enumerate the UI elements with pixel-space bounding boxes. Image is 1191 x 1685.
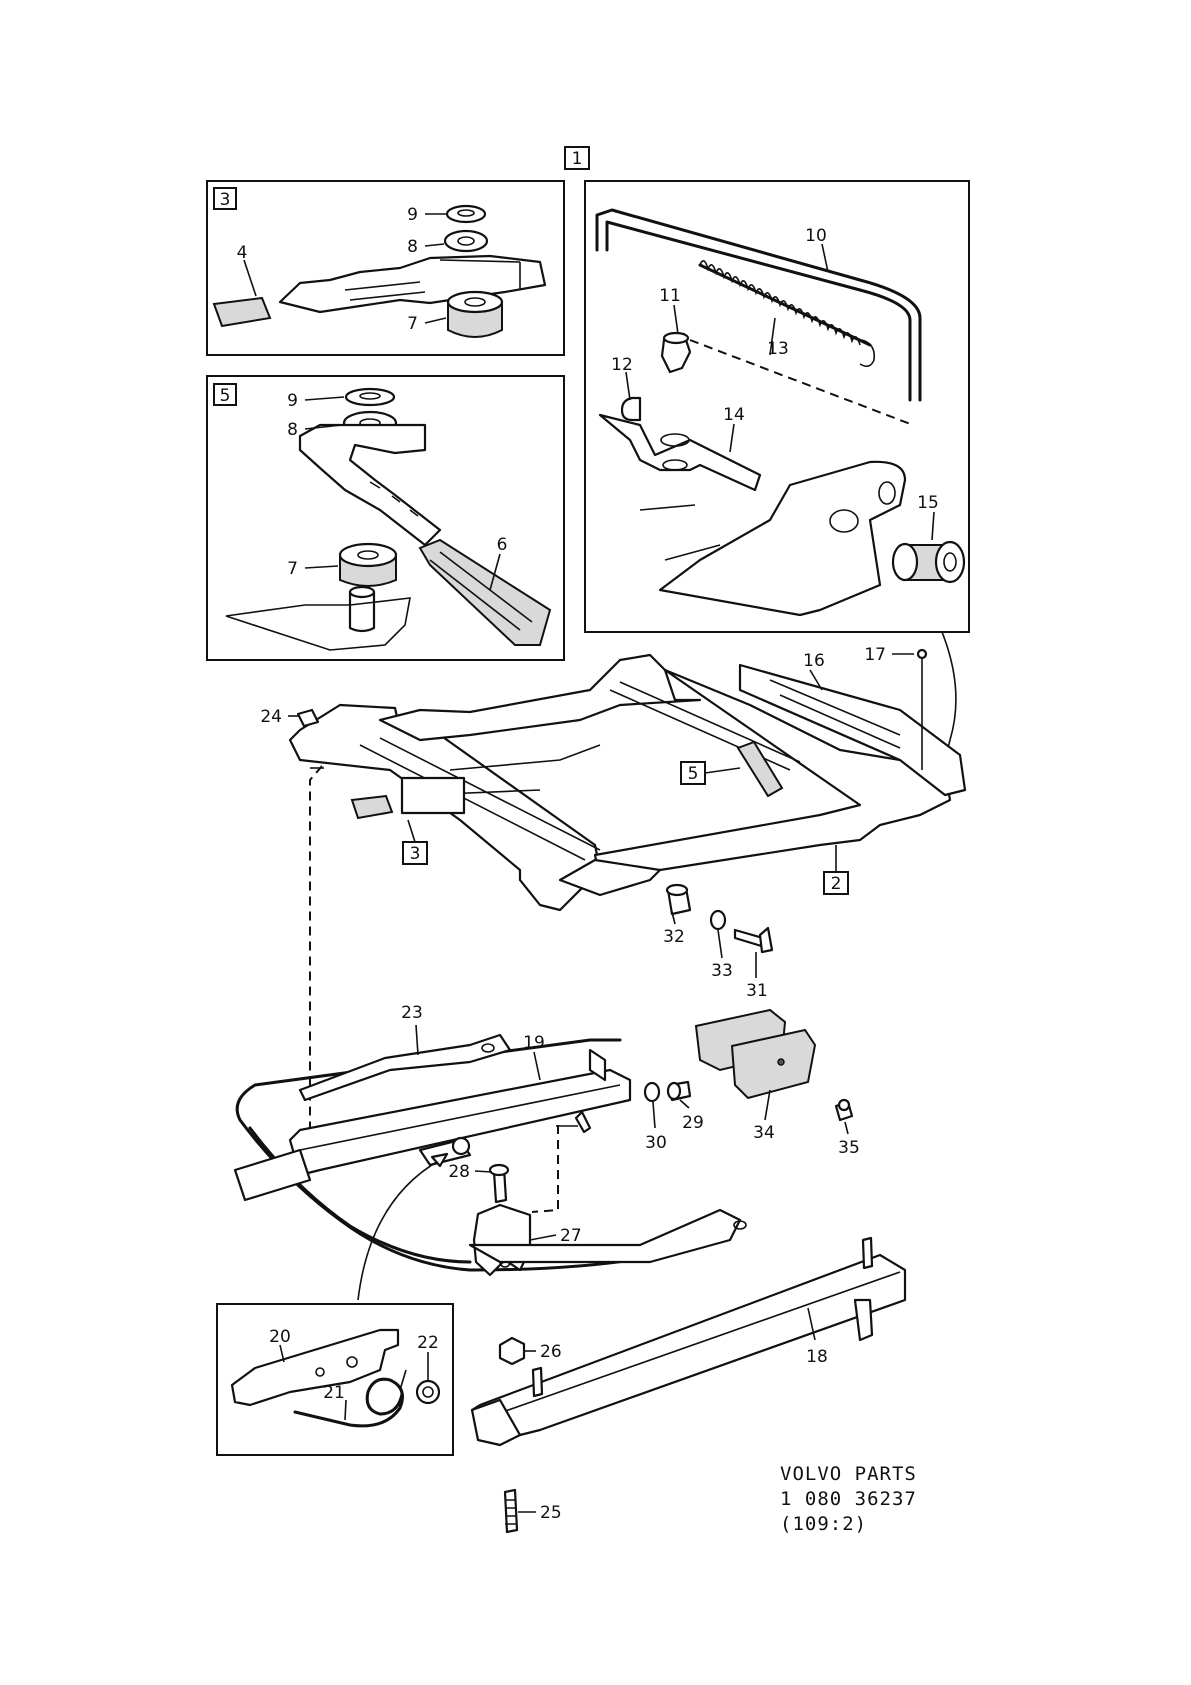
detail-panel-latch: 20 21 22 xyxy=(216,1303,454,1456)
label-34: 34 xyxy=(753,1123,775,1143)
seat-rail-18: 18 26 25 xyxy=(470,1236,907,1534)
detail-panel-spring: 10 11 13 12 14 15 xyxy=(584,180,970,633)
label-17: 17 xyxy=(864,645,886,665)
spring-13 xyxy=(698,260,876,368)
label-18: 18 xyxy=(806,1347,828,1367)
footer-line-1: VOLVO PARTS xyxy=(780,1463,917,1485)
label-10: 10 xyxy=(805,226,827,246)
label-25: 25 xyxy=(540,1503,562,1523)
label-9-top: 9 xyxy=(407,205,418,225)
reference-3-on-frame: 3 xyxy=(410,844,421,864)
label-22: 22 xyxy=(417,1333,439,1353)
label-8-top: 8 xyxy=(407,237,418,257)
label-15: 15 xyxy=(917,493,939,513)
footer-part-number: VOLVO PARTS 1 080 36237 (109:2) xyxy=(780,1463,917,1535)
label-29: 29 xyxy=(682,1113,704,1133)
label-20: 20 xyxy=(269,1327,291,1347)
label-11: 11 xyxy=(659,286,681,306)
detail-panel-3: 3 9 8 7 4 xyxy=(206,180,565,356)
label-30: 30 xyxy=(645,1133,667,1153)
label-19: 19 xyxy=(523,1033,545,1053)
panel-3-ref: 3 xyxy=(220,190,231,210)
reference-box-1: 1 xyxy=(564,146,590,170)
seat-rail-assembly: 23 19 28 27 30 29 34 35 xyxy=(233,1003,860,1301)
label-7-mid: 7 xyxy=(287,559,298,579)
footer-line-3: (109:2) xyxy=(780,1513,867,1535)
label-16: 16 xyxy=(803,651,825,671)
detail-panel-5: 5 9 8 7 6 xyxy=(206,375,565,661)
label-8-mid: 8 xyxy=(287,420,298,440)
label-35: 35 xyxy=(838,1138,860,1158)
label-33: 33 xyxy=(711,961,733,981)
reference-2: 2 xyxy=(831,874,842,894)
label-27: 27 xyxy=(560,1226,582,1246)
label-6: 6 xyxy=(497,535,508,555)
label-31: 31 xyxy=(746,981,768,1001)
label-28: 28 xyxy=(448,1162,470,1182)
label-13: 13 xyxy=(767,339,789,359)
reference-1-label: 1 xyxy=(572,149,583,169)
label-7-top: 7 xyxy=(407,314,418,334)
reference-5-on-frame: 5 xyxy=(688,764,699,784)
label-4: 4 xyxy=(237,243,248,263)
label-12: 12 xyxy=(611,355,633,375)
label-9-mid: 9 xyxy=(287,391,298,411)
label-24: 24 xyxy=(260,707,282,727)
label-32: 32 xyxy=(663,927,685,947)
label-26: 26 xyxy=(540,1342,562,1362)
seat-frame-assembly: 16 17 24 32 33 31 5 3 2 xyxy=(260,631,967,1130)
label-23: 23 xyxy=(401,1003,423,1023)
label-21: 21 xyxy=(323,1383,345,1403)
panel-5-ref: 5 xyxy=(220,386,231,406)
footer-line-2: 1 080 36237 xyxy=(780,1488,917,1510)
label-14: 14 xyxy=(723,405,745,425)
